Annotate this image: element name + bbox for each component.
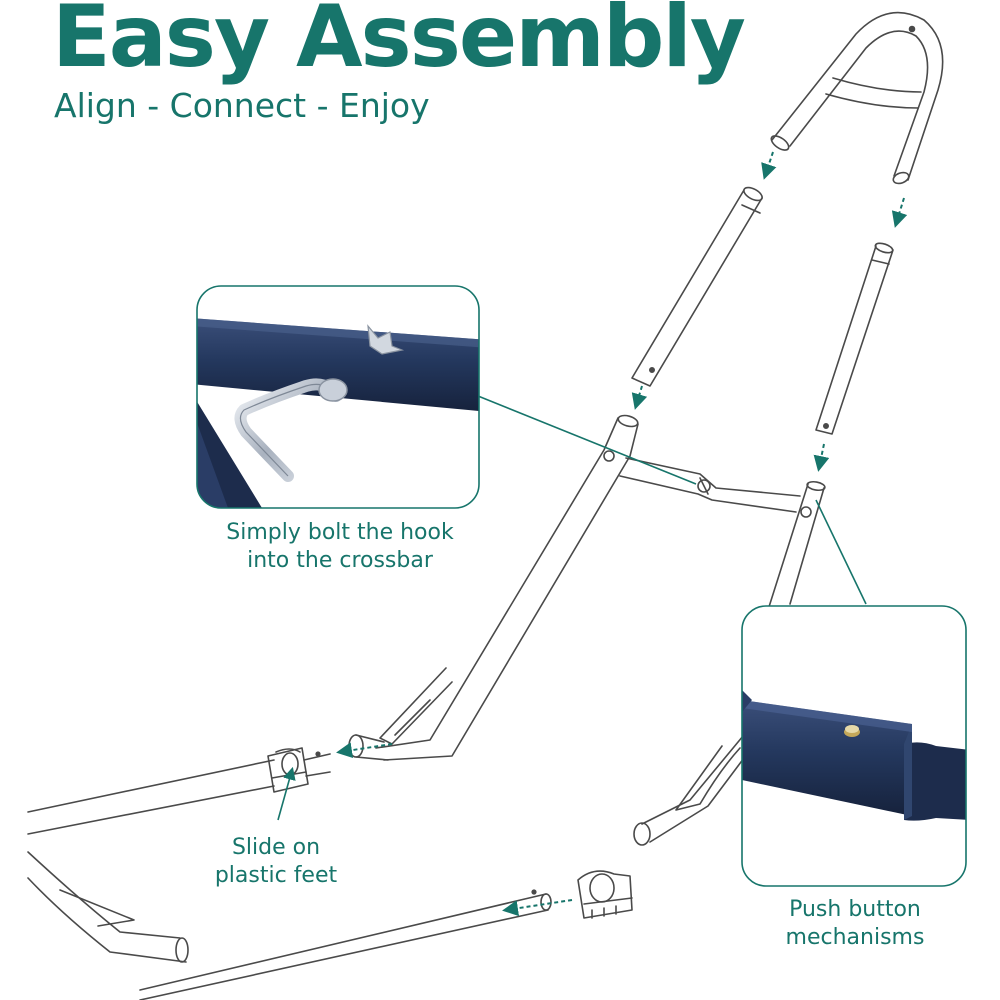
plastic-foot-lower bbox=[577, 870, 633, 919]
arrow-mid-left bbox=[631, 385, 648, 410]
plastic-foot-upper bbox=[267, 747, 309, 793]
page-title: Easy Assembly bbox=[52, 0, 746, 87]
page-subtitle: Align - Connect - Enjoy bbox=[54, 86, 430, 125]
feet-caption: Slide on plastic feet bbox=[196, 834, 356, 890]
leader-hook bbox=[477, 395, 697, 485]
callout-leaders bbox=[277, 395, 867, 821]
button-caption-line1: Push button bbox=[789, 897, 921, 922]
button-caption-line2: mechanisms bbox=[785, 925, 925, 950]
arrow-side-pole bbox=[336, 742, 393, 759]
side-pole-right bbox=[633, 480, 826, 846]
feet-caption-line2: plastic feet bbox=[214, 863, 338, 888]
left-foot-bar bbox=[27, 751, 552, 1000]
leader-button bbox=[815, 499, 867, 605]
top-u-bar bbox=[770, 11, 944, 185]
upper-pole-right bbox=[815, 242, 894, 435]
side-pole-left bbox=[348, 414, 639, 761]
feet-caption-line1: Slide on bbox=[231, 835, 321, 860]
hook-closeup-photo bbox=[196, 285, 480, 509]
assembly-arrows bbox=[336, 151, 908, 917]
arrow-top-right bbox=[891, 197, 908, 228]
upper-pole-left bbox=[631, 186, 763, 387]
hook-caption-line2: into the crossbar bbox=[247, 548, 433, 573]
push-button-closeup-photo bbox=[741, 605, 967, 887]
leader-feet bbox=[277, 766, 296, 821]
hook-caption: Simply bolt the hook into the crossbar bbox=[190, 519, 490, 575]
hook-caption-line1: Simply bolt the hook bbox=[226, 520, 454, 545]
wing-nut bbox=[367, 324, 405, 355]
crossbar bbox=[619, 457, 801, 513]
arrow-top-left bbox=[761, 151, 777, 180]
arrow-mid-right bbox=[813, 443, 830, 472]
button-caption: Push button mechanisms bbox=[760, 896, 950, 952]
frame-drawing bbox=[27, 11, 944, 1000]
